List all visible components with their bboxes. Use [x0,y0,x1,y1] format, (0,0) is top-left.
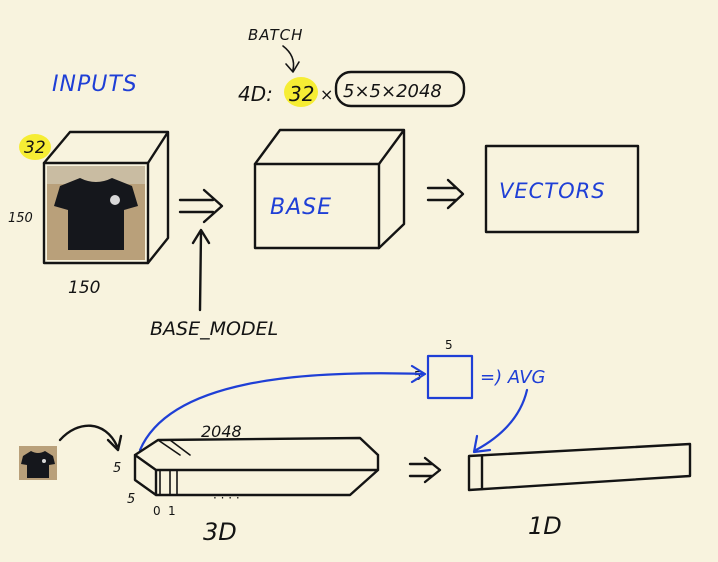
batch-size-highlight [284,77,318,107]
pooling-square [426,354,474,400]
times-sign: × [320,85,333,104]
base-model-arrow [191,228,211,312]
avg-label: =) AVG [480,367,546,388]
small-height-label: 5 [414,369,422,383]
tshirt-image [47,166,145,260]
vectors-label: VECTORS [499,179,606,203]
vectors-box [484,144,640,234]
base-model-label: BASE_MODEL [150,318,278,340]
batch-label: BATCH [248,26,303,44]
input-height-label: 150 [8,211,33,226]
input-depth-label: 32 [24,138,46,158]
inputs-label: INPUTS [52,72,138,97]
prism-width-label: 5 [127,492,135,507]
small-width-label: 5 [445,338,453,352]
channel-1-label: 1 [168,504,176,518]
feature-prism [133,436,380,497]
label-3d: 3D [203,518,237,546]
prism-to-square-arrow [138,364,427,452]
batch-size-value: 32 [289,82,314,106]
feature-vector-bar [467,442,692,492]
batch-arrow [282,45,300,73]
base-cube [253,128,406,250]
feature-shape-label: 5×5×2048 [343,81,442,102]
input-to-base-arrow [178,188,224,224]
avg-to-vector-arrow [472,388,529,454]
input-depth-highlight [19,134,51,160]
prism-to-vector-arrow [408,456,442,484]
base-label: BASE [270,195,332,220]
small-tshirt-image [19,446,57,480]
channel-0-label: 0 [153,504,161,518]
depth-2048-label: 2048 [201,422,242,441]
base-to-vectors-arrow [426,178,465,210]
image-to-prism-arrow [58,424,123,452]
input-width-label: 150 [68,278,100,298]
channel-dots: · · · · [213,491,240,505]
prism-height-label: 5 [113,461,121,476]
feature-shape-box [334,70,466,108]
label-1d: 1D [528,512,562,540]
shape-prefix-label: 4D: [238,82,273,106]
input-cube [42,130,170,265]
